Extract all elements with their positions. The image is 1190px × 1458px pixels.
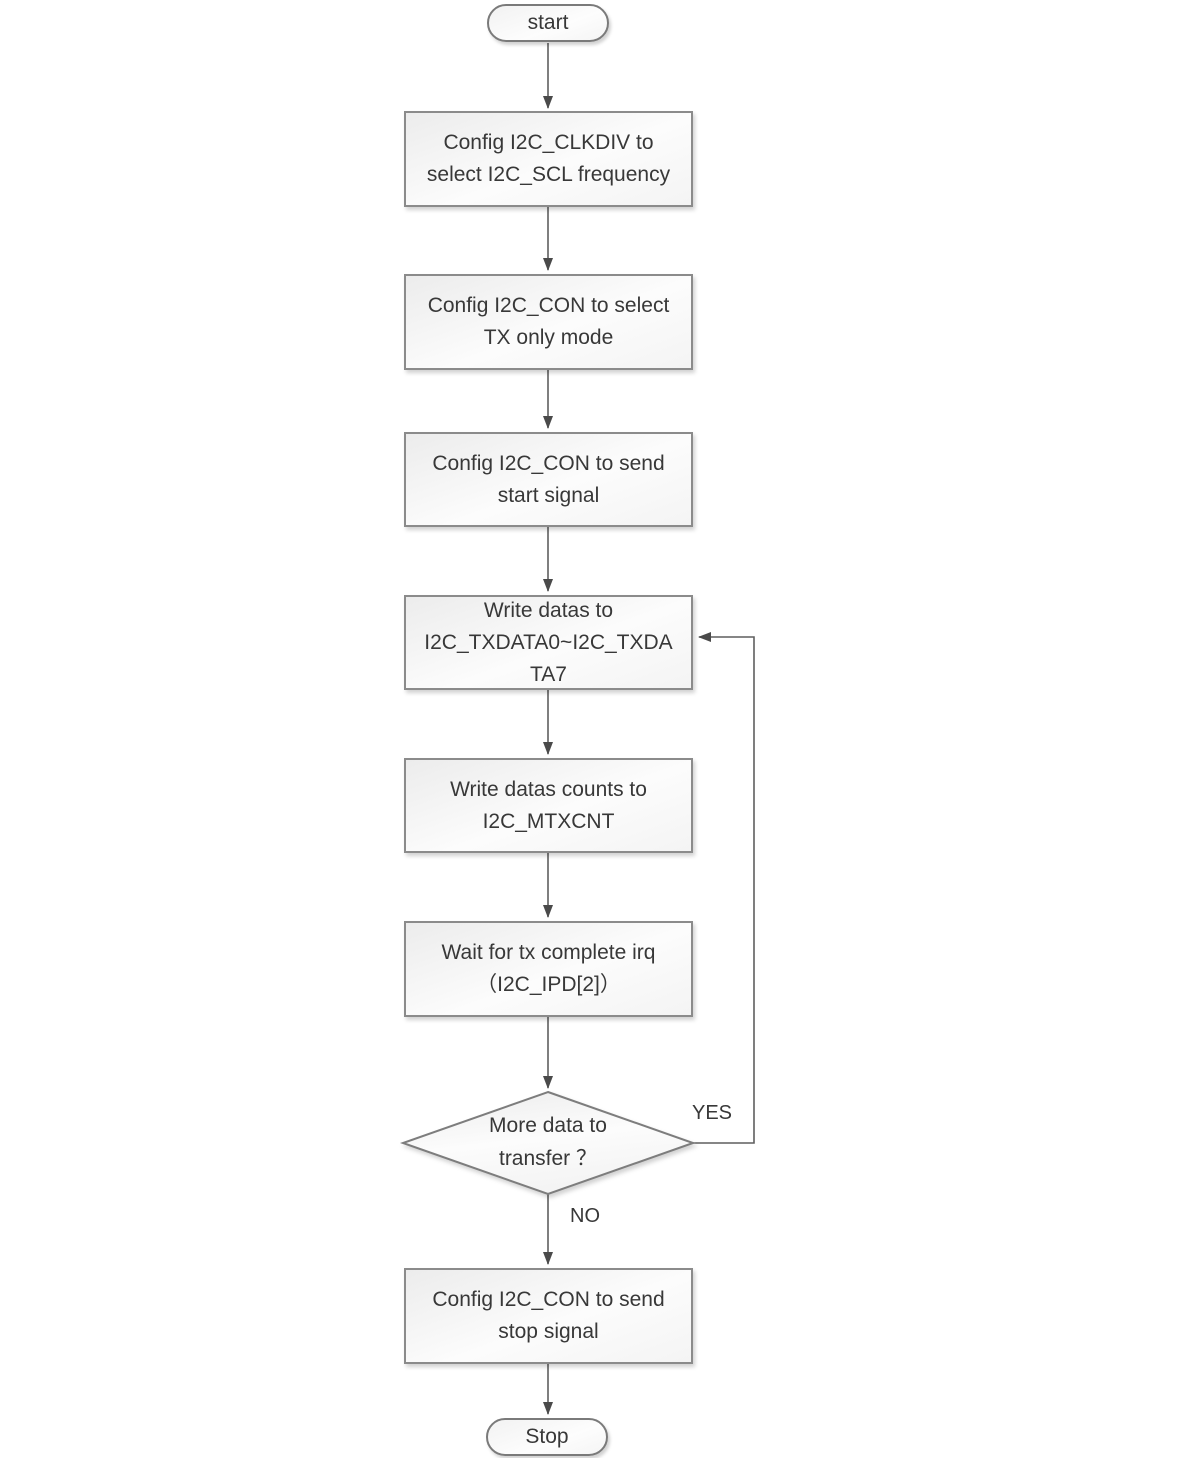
process-config-clkdiv: Config I2C_CLKDIV to select I2C_SCL freq… (404, 111, 693, 207)
terminator-start: start (487, 4, 609, 42)
process-config-startsig-label: Config I2C_CON to send start signal (432, 451, 665, 507)
process-write-counts-label: Write datas counts to I2C_MTXCNT (450, 777, 647, 833)
process-wait-irq-label: Wait for tx complete irq （I2C_IPD[2]） (441, 941, 656, 996)
terminator-stop-label: Stop (525, 1425, 569, 1448)
process-wait-irq: Wait for tx complete irq （I2C_IPD[2]） (404, 921, 693, 1017)
terminator-stop: Stop (486, 1418, 608, 1456)
edge-label-no: NO (570, 1205, 600, 1227)
process-config-stopsig-label: Config I2C_CON to send stop signal (432, 1288, 665, 1343)
decision-more-data-shape (399, 1090, 697, 1196)
process-config-txmode-label: Config I2C_CON to select TX only mode (427, 294, 670, 349)
process-write-counts: Write datas counts to I2C_MTXCNT (404, 758, 693, 853)
connector-decision-yes-loop (693, 632, 755, 1144)
process-config-startsig: Config I2C_CON to send start signal (404, 432, 693, 527)
process-write-datas-label: Write datas to I2C_TXDATA0~I2C_TXDATA7 (424, 598, 673, 686)
decision-more-data-label: More data to transfer ？ (489, 1114, 607, 1170)
process-config-txmode: Config I2C_CON to select TX only mode (404, 274, 693, 370)
edge-label-yes: YES (691, 1102, 733, 1124)
process-config-clkdiv-label: Config I2C_CLKDIV to select I2C_SCL freq… (426, 131, 671, 186)
process-write-datas: Write datas to I2C_TXDATA0~I2C_TXDATA7 (404, 595, 693, 690)
process-config-stopsig: Config I2C_CON to send stop signal (404, 1268, 693, 1364)
terminator-start-label: start (527, 11, 569, 34)
